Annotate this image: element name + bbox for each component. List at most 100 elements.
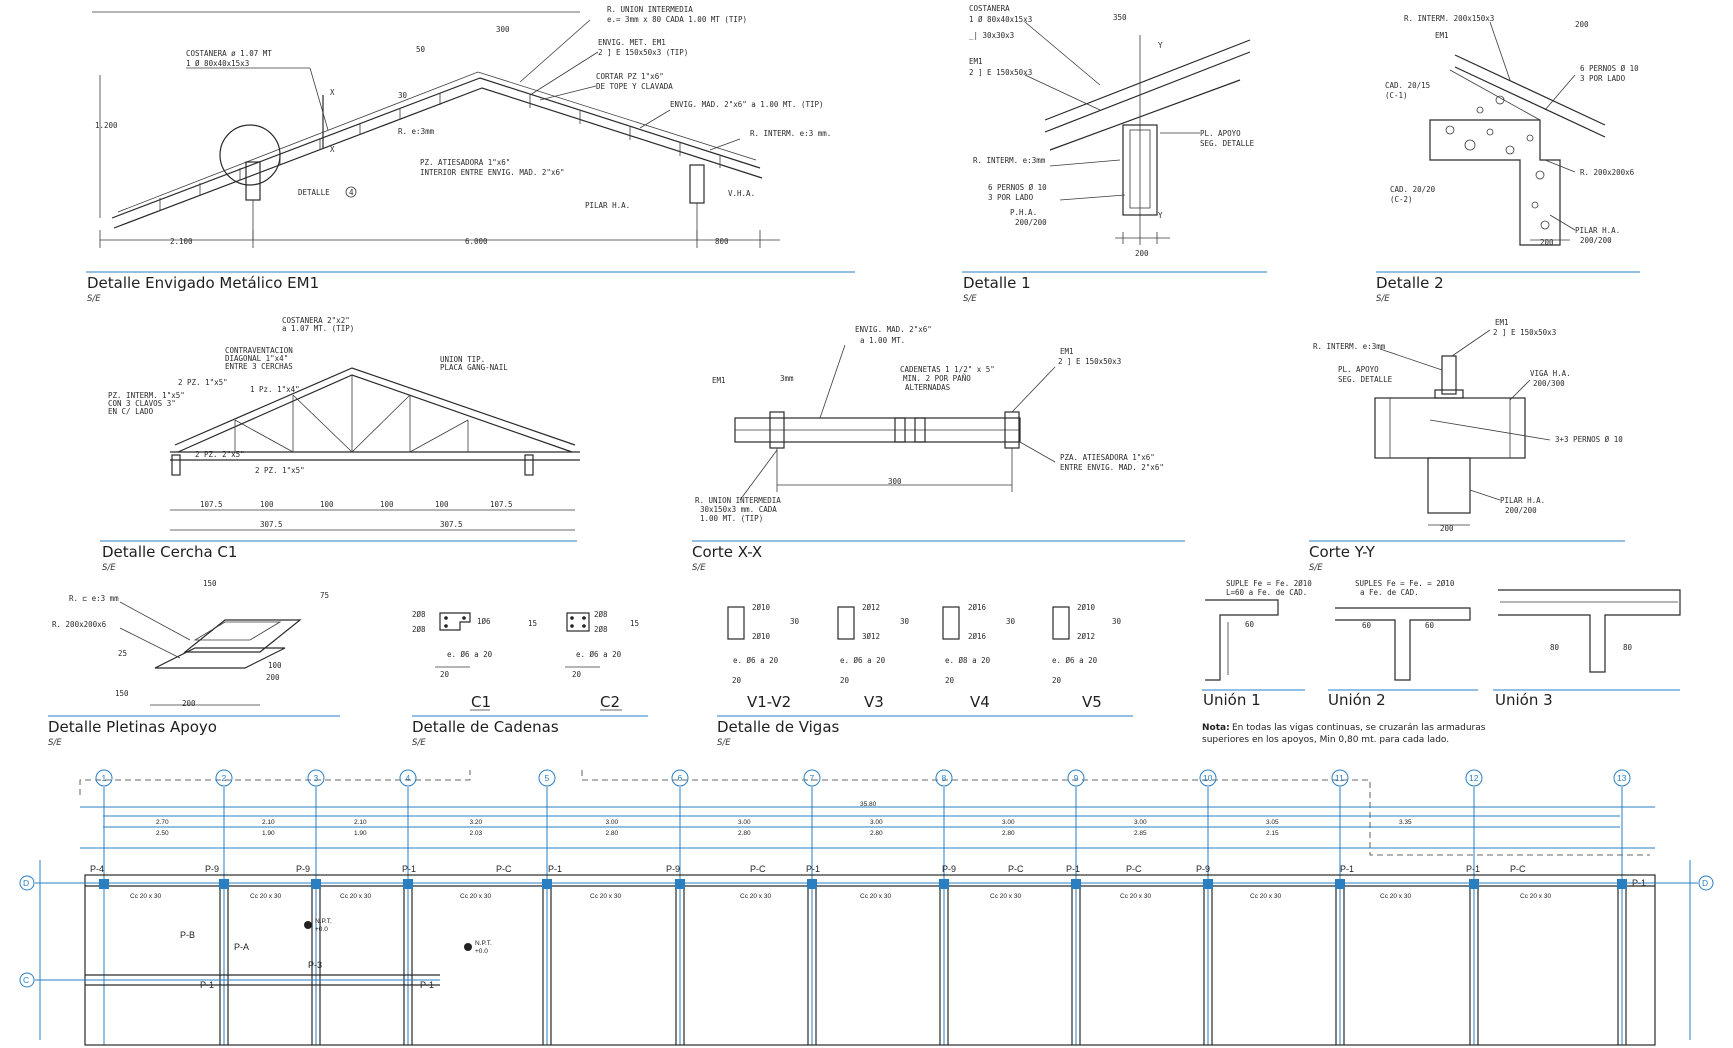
d2-note-pernos: 6 PERNOS Ø 10 xyxy=(1580,64,1639,73)
c1-dim-7: 307.5 xyxy=(260,520,283,529)
yy-scale: S/E xyxy=(1309,563,1323,573)
plan-pillar xyxy=(1617,879,1627,889)
pillar-label: P-1 xyxy=(1340,864,1354,874)
v4-bar-bot: 2Ø16 xyxy=(968,632,987,641)
v12-label: V1-V2 xyxy=(747,693,791,711)
beam-label: Cc 20 x 30 xyxy=(990,893,1021,900)
axis-label-4: 4 xyxy=(406,773,411,783)
pillar-label: P-1 xyxy=(1632,878,1646,888)
em1-dim-300: 300 xyxy=(496,25,510,34)
cad-c2-bar-bot: 2Ø8 xyxy=(594,625,608,634)
plan-pillar xyxy=(939,879,949,889)
yy-note-em1-size: 2 ] E 150x50x3 xyxy=(1493,328,1556,337)
d1-note-interm: R. INTERM. e:3mm xyxy=(973,156,1046,165)
d2-note-interm: R. INTERM. 200x150x3 xyxy=(1404,14,1494,23)
axis-marker-11 xyxy=(1331,769,1349,787)
v4-bar-top: 2Ø16 xyxy=(968,603,987,612)
pillar-label: P-A xyxy=(234,942,249,952)
corte-xx: 300 EM1 ENVIG. MAD. 2"x6" a 1.00 MT. CAD… xyxy=(692,325,1185,573)
d1-dim-200: 200 xyxy=(1135,249,1149,258)
dim-row1-item: 2.70 xyxy=(156,819,169,826)
detail-cadenas: 2Ø8 2Ø8 1Ø6 15 20 e. Ø6 a 20 C1 2Ø8 2Ø8 … xyxy=(412,610,648,748)
cad-c2-dim-20: 20 xyxy=(572,670,582,679)
d1-axis-y-top: Y xyxy=(1158,41,1163,50)
pillar-label: P-1 xyxy=(806,864,820,874)
dim-row1-item: 3.00 xyxy=(606,819,619,826)
u2-dim-60b: 60 xyxy=(1425,621,1435,630)
v4-stirrup: e. Ø8 a 20 xyxy=(945,656,991,665)
note-line-1: En todas las vigas continuas, se cruzará… xyxy=(1232,723,1486,733)
d1-note-em1: EM1 xyxy=(969,57,983,66)
axis-marker-7 xyxy=(803,769,821,787)
v3-bar-bot: 3Ø12 xyxy=(862,632,880,641)
d2-note-cad-c2-tag: (C-2) xyxy=(1390,195,1413,204)
pillar-label: P-9 xyxy=(666,864,680,874)
row-d-right: D xyxy=(1702,878,1708,888)
c1-note-12: PLACA GANG-NAIL xyxy=(440,363,508,372)
dim-row1-item: 3.05 xyxy=(1266,819,1279,826)
u1-dim-60: 60 xyxy=(1245,620,1255,629)
em1-dim-50: 50 xyxy=(416,45,426,54)
d1-note-pernos: 6 PERNOS Ø 10 xyxy=(988,183,1047,192)
u2-note-1: SUPLES Fe = Fe. = 2Ø10 xyxy=(1355,579,1455,588)
v12-stirrup: e. Ø6 a 20 xyxy=(733,656,779,665)
yy-dim-200: 200 xyxy=(1440,524,1454,533)
plan-pillar xyxy=(219,879,229,889)
xx-note-union-size: 30x150x3 mm. CADA xyxy=(700,505,777,514)
yy-note-pernos: 3+3 PERNOS Ø 10 xyxy=(1555,435,1623,444)
cad-c1-bar-bot: 2Ø8 xyxy=(412,625,426,634)
npt-1-val: +0.0 xyxy=(315,926,328,933)
axis-marker-3 xyxy=(307,769,325,787)
pl-dim-25: 25 xyxy=(118,649,127,658)
yy-title: Corte Y-Y xyxy=(1309,543,1376,561)
yy-note-pilar-size: 200/200 xyxy=(1505,506,1537,515)
axis-marker-5 xyxy=(538,769,556,787)
d2-dim-200-bottom: 200 xyxy=(1540,238,1554,247)
pillar-label: P-1 xyxy=(420,980,434,990)
dim-row2-item: 2.03 xyxy=(470,830,483,837)
xx-note-alternadas: ALTERNADAS xyxy=(905,383,951,392)
axis-label-1: 1 xyxy=(102,773,107,783)
section-x-bottom: X xyxy=(330,145,335,154)
axis-label-7: 7 xyxy=(810,773,815,783)
d2-scale: S/E xyxy=(1376,294,1390,304)
cad-c2-bar-top: 2Ø8 xyxy=(594,610,608,619)
xx-note-em1-size: 2 ] E 150x50x3 xyxy=(1058,357,1121,366)
c1-note-3: CONTRAVENTACION xyxy=(225,346,293,355)
dim-row2-item: 1.90 xyxy=(354,830,367,837)
cad-c2-stirrup: e. Ø6 a 20 xyxy=(576,650,622,659)
u1-label: Unión 1 xyxy=(1203,691,1261,709)
cadenas-scale: S/E xyxy=(412,738,426,748)
cad-c1-bar-side: 1Ø6 xyxy=(477,617,491,626)
pillar-label: P-1 xyxy=(548,864,562,874)
dim-row2-item: 2.85 xyxy=(1134,830,1147,837)
c1-note-7: 1 Pz. 1"x4" xyxy=(250,385,300,394)
yy-note-pilar: PILAR H.A. xyxy=(1500,496,1545,505)
em1-detail-number: 4 xyxy=(349,188,354,197)
dim-row1-item: 3.20 xyxy=(470,819,483,826)
pl-title: Detalle Pletinas Apoyo xyxy=(48,718,217,736)
axis-marker-10 xyxy=(1199,769,1217,787)
pl-scale: S/E xyxy=(48,738,62,748)
detail-cercha-c1: 107.5 100 100 100 100 107.5 307.5 307.5 … xyxy=(100,316,580,573)
yy-note-viga-size: 200/300 xyxy=(1533,379,1565,388)
corte-yy: 200 EM1 2 ] E 150x50x3 R. INTERM. e:3mm … xyxy=(1309,318,1625,573)
npt-2-val: +0.0 xyxy=(475,948,488,955)
dim-row2-item: 2.50 xyxy=(156,830,169,837)
yy-note-em1: EM1 xyxy=(1495,318,1509,327)
em1-note-union-size: e.= 3mm x 80 CADA 1.00 MT (TIP) xyxy=(607,15,747,24)
xx-note-cadenetas: CADENETAS 1 1/2" x 5" xyxy=(900,365,995,374)
v5-stirrup: e. Ø6 a 20 xyxy=(1052,656,1098,665)
note-line-2: superiores en los apoyos, Min 0,80 mt. p… xyxy=(1202,735,1449,745)
pillar-label: P-C xyxy=(496,864,512,874)
axis-marker-4 xyxy=(399,769,417,787)
axis-label-11: 11 xyxy=(1335,773,1344,783)
v4-dim-20: 20 xyxy=(945,676,955,685)
v5-dim-20: 20 xyxy=(1052,676,1062,685)
c1-note-9: CON 3 CLAVOS 3" xyxy=(108,399,176,408)
dim-row1-item: 3.00 xyxy=(1002,819,1015,826)
u1-note-1: SUPLE Fe = Fe. 2Ø10 xyxy=(1226,579,1312,588)
pillar-label: P-3 xyxy=(308,960,322,970)
